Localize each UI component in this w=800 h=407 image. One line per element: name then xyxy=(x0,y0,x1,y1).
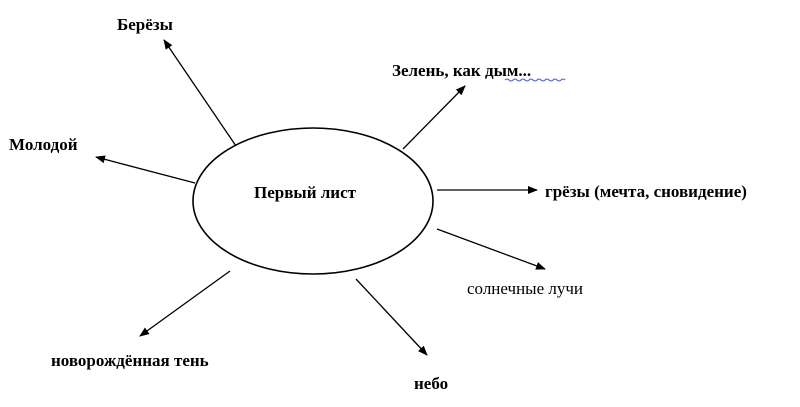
center-label: Первый лист xyxy=(254,183,357,202)
arrow-luchi xyxy=(436,228,546,270)
arrow-zelen xyxy=(402,85,466,150)
label-zelen: Зелень, как дым... xyxy=(392,61,531,80)
label-nebo: небо xyxy=(414,374,448,393)
label-molodoy: Молодой xyxy=(9,135,78,154)
spellcheck-underline xyxy=(504,78,566,82)
arrow-berezy xyxy=(163,39,237,147)
center-ellipse xyxy=(192,127,434,275)
arrow-nebo xyxy=(355,278,428,356)
label-berezy: Берёзы xyxy=(117,15,173,34)
label-grezy: грёзы (мечта, сновидение) xyxy=(545,182,747,201)
arrow-ten xyxy=(139,270,231,337)
label-luchi: солнечные лучи xyxy=(467,279,583,298)
label-ten: новорождённая тень xyxy=(51,351,209,370)
arrow-molodoy xyxy=(95,155,196,184)
